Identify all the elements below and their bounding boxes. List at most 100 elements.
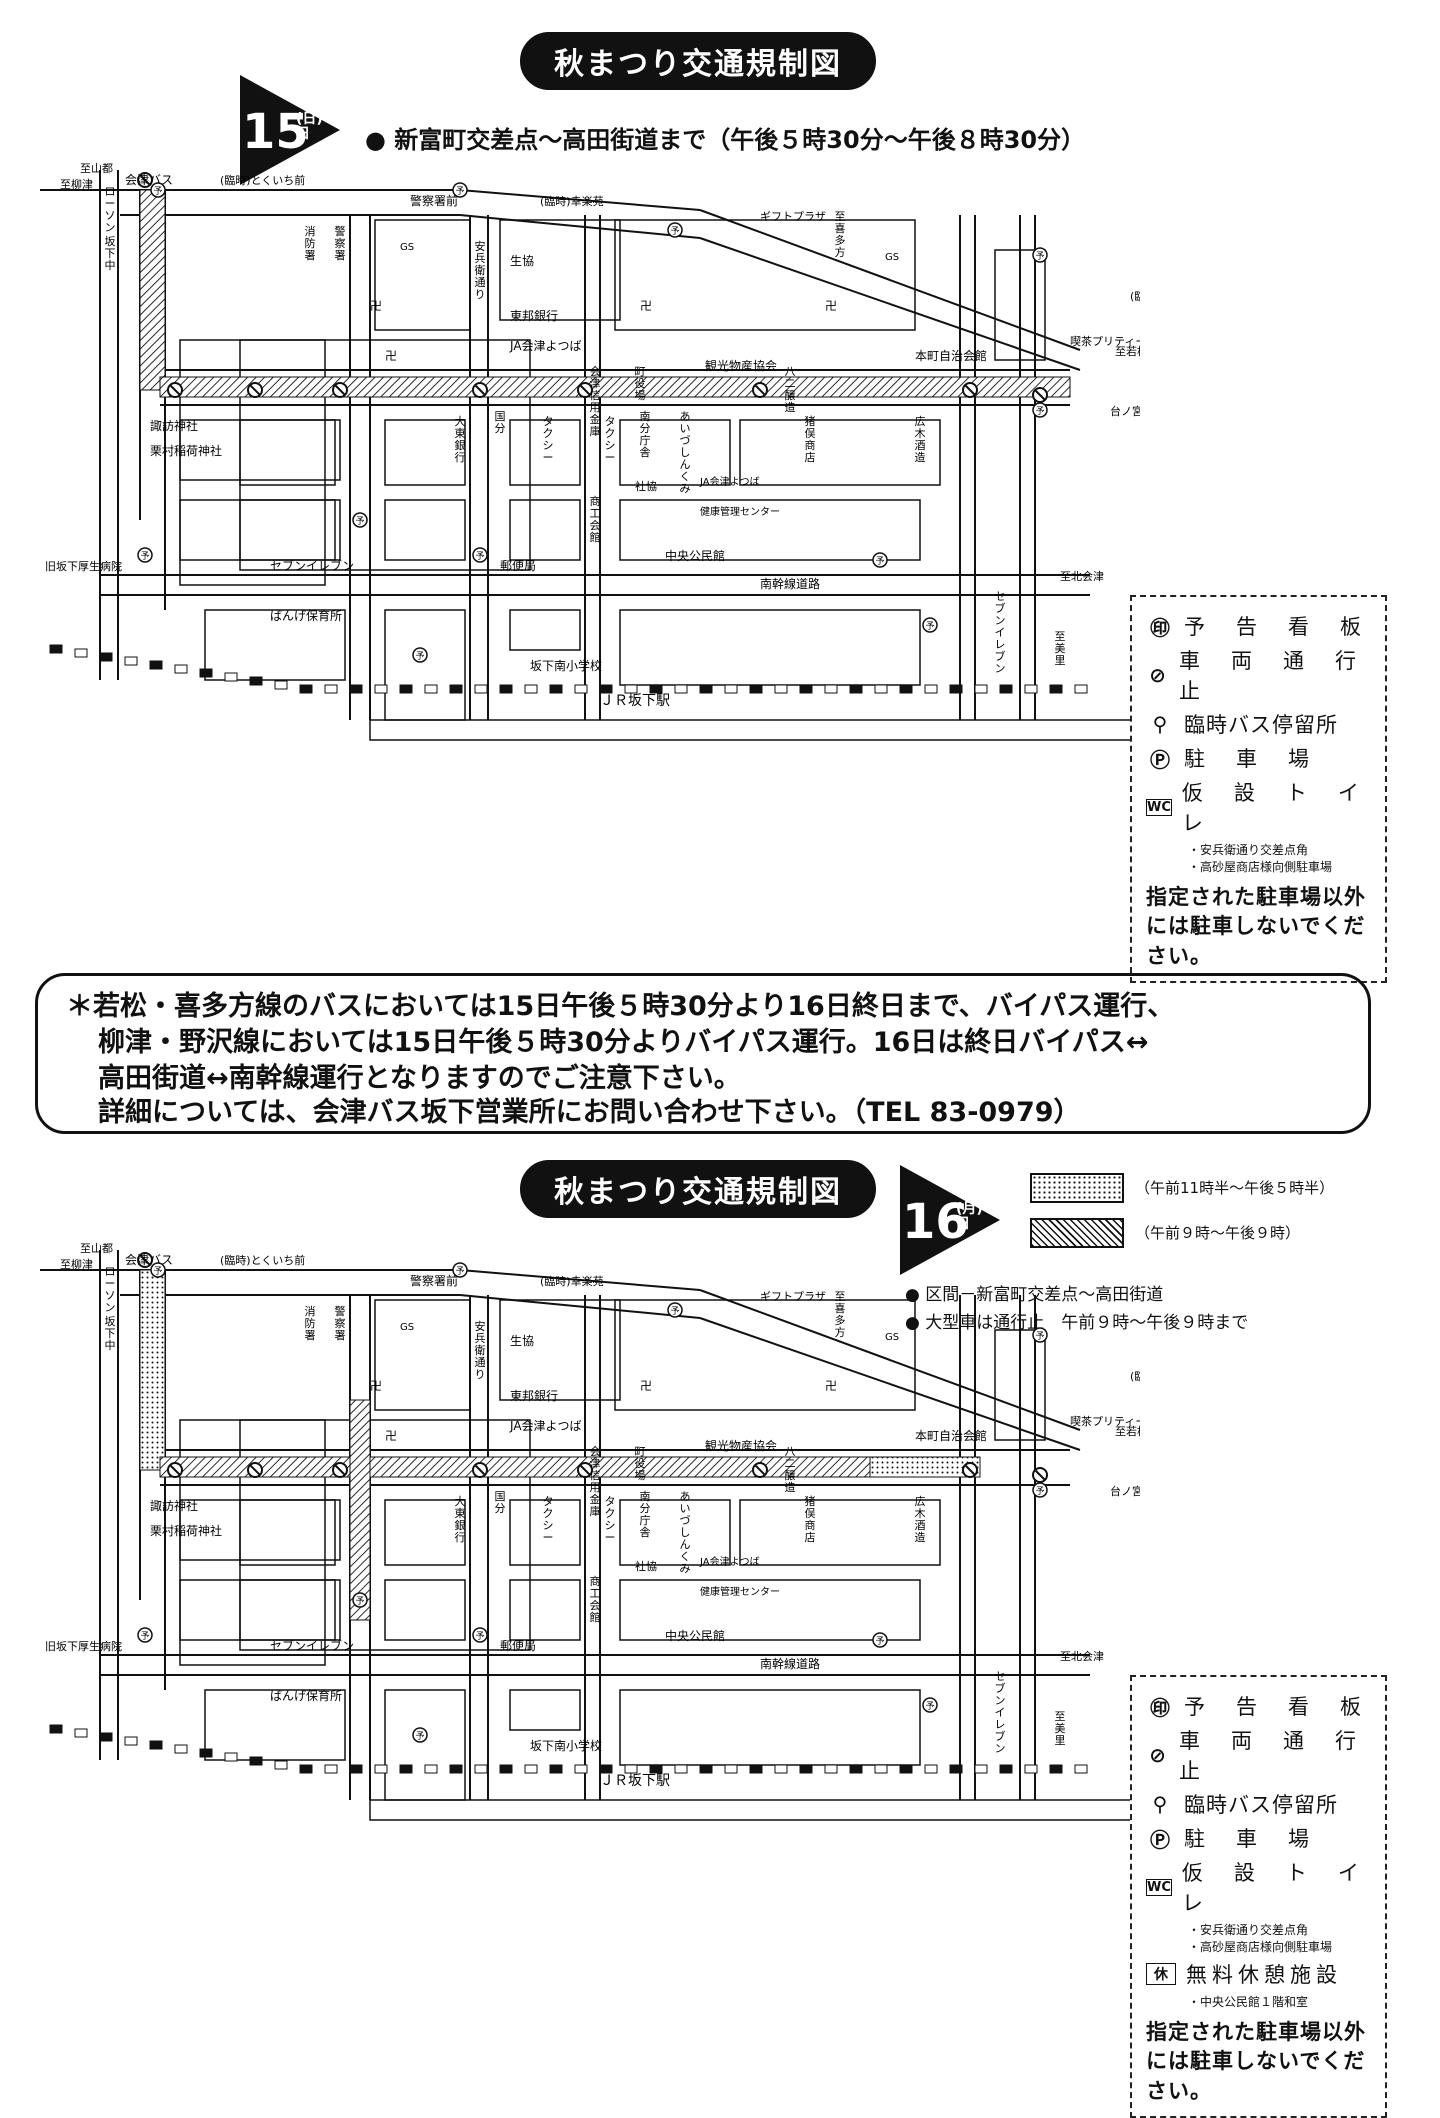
label-aizu-shinkumi: づ <box>680 1514 691 1527</box>
label-mimisato: 美 <box>1055 642 1066 655</box>
notice-sign-icon: 予 <box>472 1627 488 1643</box>
label-yakuba: 場 <box>635 1469 646 1482</box>
notice-circle <box>150 1262 166 1278</box>
label-lawson: ン <box>105 221 116 234</box>
label-aizu-shinkumi: ん <box>680 1538 691 1551</box>
rail-segment <box>1049 1764 1063 1774</box>
no-entry-icon <box>167 382 183 398</box>
block-9 <box>509 419 581 486</box>
label-mimisato: 至 <box>1055 1710 1066 1723</box>
label-toho: 東邦銀行 <box>510 309 558 323</box>
block-13 <box>239 1579 336 1641</box>
label-shobo: 防 <box>305 236 316 250</box>
no-entry-slash <box>169 384 181 396</box>
rail-segment <box>799 1764 813 1774</box>
label-kinko: 会 <box>590 1445 601 1458</box>
label-lawson: ソ <box>105 209 116 222</box>
no-entry-slash <box>754 1464 766 1476</box>
rail-segment <box>599 1764 613 1774</box>
notice-glyph: 予 <box>475 551 484 562</box>
label-seven-2: ン <box>995 614 1006 627</box>
rail-segment <box>649 684 663 694</box>
label-kominkan: 中央公民館 <box>665 1628 725 1643</box>
no-entry-slash <box>169 1464 181 1476</box>
north-road-bottom-3 <box>699 1317 1081 1451</box>
rail-segment <box>699 684 713 694</box>
label-yakuba: 町 <box>635 365 646 378</box>
label-yakuba: 町 <box>635 1445 646 1458</box>
label-shobo: 消 <box>305 224 316 238</box>
day-number: 16 <box>902 1194 969 1250</box>
rail-segment <box>324 1764 338 1774</box>
block-19 <box>509 1689 581 1731</box>
label-kitakata: 至 <box>835 1290 846 1303</box>
rail-segment <box>674 1764 688 1774</box>
label-keisatsu: 警 <box>335 224 346 238</box>
label-kinko: 金 <box>590 1492 601 1506</box>
temple-icon: 卍 <box>640 1379 652 1393</box>
no-entry-icon <box>1032 387 1048 403</box>
label-kenko: 健康管理センター <box>700 505 780 518</box>
north-road-bottom-2 <box>459 1294 701 1319</box>
rest-location: ・中央公民館１階和室 <box>1188 1995 1309 2009</box>
label-daito: 大 <box>455 1494 466 1508</box>
no-entry-slash <box>579 384 591 396</box>
notice-glyph: 予 <box>415 1731 424 1742</box>
notice-sign-icon: 予 <box>352 1592 368 1608</box>
label-keisatsu: 警 <box>335 1304 346 1318</box>
label-taxi-2: ク <box>605 1507 616 1520</box>
label-kitaaizu: 至北会津 <box>1060 570 1104 583</box>
notice-circle <box>922 617 938 633</box>
label-seven-2: イ <box>995 1706 1006 1719</box>
label-shokokai: 商 <box>590 1574 601 1588</box>
label-aizu-shinkumi: づ <box>680 434 691 447</box>
rail-segment <box>149 660 163 670</box>
rail-segment <box>274 680 288 690</box>
label-kinko: 用 <box>590 401 601 414</box>
rail-segment <box>74 1728 88 1738</box>
notice-sign-icon: 予 <box>150 182 166 198</box>
rail-segment <box>749 1764 763 1774</box>
notice-glyph: 予 <box>455 186 464 197</box>
notice-sign-icon: 予 <box>667 222 683 238</box>
block-12 <box>179 499 341 561</box>
label-ja: JA会津よつば <box>509 339 582 353</box>
swatch-hatched <box>1030 1218 1124 1248</box>
label-hachini: 醸 <box>785 1469 796 1482</box>
toilet-location-2: ・高砂屋商店様向側駐車場 <box>1188 1940 1333 1954</box>
notice-sign-icon: 予 <box>150 1262 166 1278</box>
label-seikyo: 生協 <box>510 1333 534 1348</box>
north-road-top-3 <box>699 209 1081 351</box>
toilet-icon: WC <box>1146 798 1172 816</box>
notice-sign-icon: 予 <box>1032 402 1048 418</box>
label-kinko: 金 <box>590 412 601 426</box>
label-aizubus: 会津バス <box>125 1253 173 1267</box>
rail-segment <box>124 1736 138 1746</box>
rail-segment <box>849 1764 863 1774</box>
temple-icon: 卍 <box>385 1429 397 1443</box>
label-shakyo: 社協 <box>635 1559 657 1573</box>
label-shobo: 署 <box>305 249 316 262</box>
rail-segment <box>449 1764 463 1774</box>
label-suwa: 諏訪神社 <box>150 1498 198 1513</box>
parking-icon: Ⓟ <box>1150 747 1170 772</box>
rail-segment <box>299 1764 313 1774</box>
block-5 <box>994 249 1046 361</box>
block-21 <box>369 1799 1140 1821</box>
rail-segment <box>374 1764 388 1774</box>
label-kourakuen: (臨時)幸楽苑 <box>540 195 604 208</box>
temple-icon: 卍 <box>640 299 652 313</box>
label-kitakata: 喜 <box>835 1302 846 1315</box>
rail-segment <box>899 1764 913 1774</box>
label-shokokai: 会 <box>590 519 601 532</box>
notice-circle <box>352 1592 368 1608</box>
label-taxi-1: ク <box>543 1507 554 1520</box>
notice-sign-icon: 予 <box>412 1727 428 1743</box>
label-dainomiya-park: 台ノ宮公園 <box>1110 404 1140 418</box>
label-yasube: 安 <box>475 239 486 253</box>
notice-glyph: 予 <box>875 556 884 567</box>
label-kokubun: 国 <box>495 410 506 423</box>
notice-circle <box>1032 1482 1048 1498</box>
notice-sign-icon: 予 <box>922 1697 938 1713</box>
